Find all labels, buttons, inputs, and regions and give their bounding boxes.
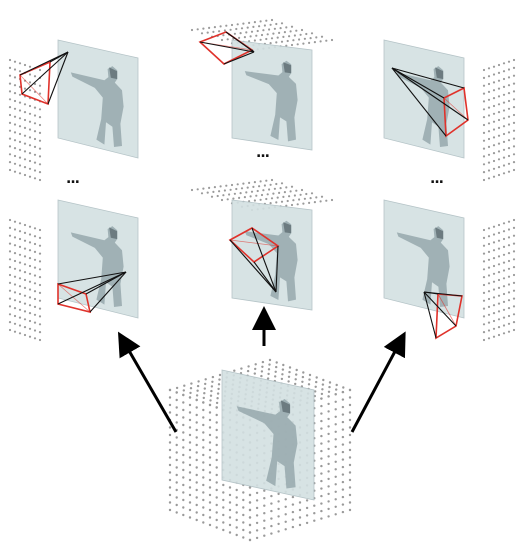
person-silhouette — [396, 226, 450, 308]
frustum-ray-1 — [391, 67, 465, 89]
panels-layer — [8, 18, 516, 542]
dot-grid-top-wall — [190, 18, 334, 52]
frustum-ray-3 — [21, 51, 69, 95]
frustum-ray-3 — [223, 51, 255, 65]
camera-frustum — [423, 291, 463, 340]
image-plane-group — [383, 199, 465, 319]
frustum-ray-2 — [391, 67, 469, 121]
person-head — [283, 62, 292, 74]
frustum-ray-0 — [391, 67, 445, 99]
camera-frame-diagonal — [19, 74, 49, 105]
dot-grid-left-wall — [8, 58, 42, 182]
person-head — [109, 67, 118, 80]
frustum-ray-2 — [89, 271, 127, 313]
person-head — [109, 227, 118, 240]
frustum-ray-3 — [253, 261, 277, 293]
frustum-ray-1 — [225, 31, 255, 53]
camera-frustum — [198, 31, 255, 65]
camera-frame-diagonal — [443, 97, 469, 121]
image-plane-group — [57, 199, 139, 319]
person-silhouette — [70, 66, 124, 148]
frustum-ray-2 — [423, 291, 457, 327]
ellipsis-mid-right: ... — [430, 171, 444, 187]
panel-mid-left — [8, 199, 139, 342]
panel-top-center — [190, 18, 334, 151]
camera-frame-diagonal — [437, 293, 457, 327]
image-plane-group — [57, 39, 139, 159]
frustum-ray-3 — [423, 291, 437, 339]
person-head — [283, 222, 292, 234]
person-silhouette — [236, 399, 298, 489]
frustum-ray-3 — [57, 271, 127, 305]
frustum-ray-0 — [57, 271, 127, 285]
person-head — [280, 400, 291, 414]
panel-cube — [168, 358, 352, 542]
image-plane-group — [383, 39, 465, 159]
arrow-to-mid-right — [350, 331, 406, 433]
dot-grid-left-wall — [8, 218, 42, 342]
frustum-ray-1 — [49, 51, 69, 63]
person-silhouette — [396, 66, 450, 148]
frustum-ray-1 — [423, 291, 463, 297]
dot-grid-right-wall — [482, 58, 516, 182]
arrow-to-mid-left — [117, 331, 178, 433]
frustum-ray-2 — [47, 51, 69, 105]
panel-top-right — [383, 39, 516, 182]
frustum-ray-2 — [275, 245, 279, 293]
person-silhouette — [70, 226, 124, 308]
panel-mid-center — [190, 178, 334, 311]
image-plane-group — [231, 39, 313, 151]
arrows-layer — [117, 306, 406, 433]
panel-mid-right — [383, 199, 516, 342]
camera-frame-diagonal — [229, 239, 279, 247]
camera-frustum — [19, 51, 69, 106]
person-head — [435, 227, 444, 240]
person-head — [435, 67, 444, 80]
panel-top-left — [8, 39, 139, 182]
frustum-ray-1 — [251, 227, 277, 293]
ellipsis-mid-left: ... — [66, 171, 80, 187]
camera-frustum — [391, 67, 469, 138]
camera-frustum — [228, 227, 280, 293]
frustum-ray-0 — [199, 41, 255, 53]
person-silhouette — [244, 220, 298, 302]
cube-image-plane — [221, 369, 315, 501]
camera-frustum — [57, 271, 127, 314]
person-silhouette — [244, 60, 298, 142]
dot-grid-right-wall — [482, 218, 516, 342]
camera-frame-diagonal — [57, 283, 91, 313]
frustum-ray-3 — [391, 67, 447, 137]
frustum-ray-0 — [229, 239, 277, 293]
ellipsis-top-center: ... — [256, 145, 270, 161]
